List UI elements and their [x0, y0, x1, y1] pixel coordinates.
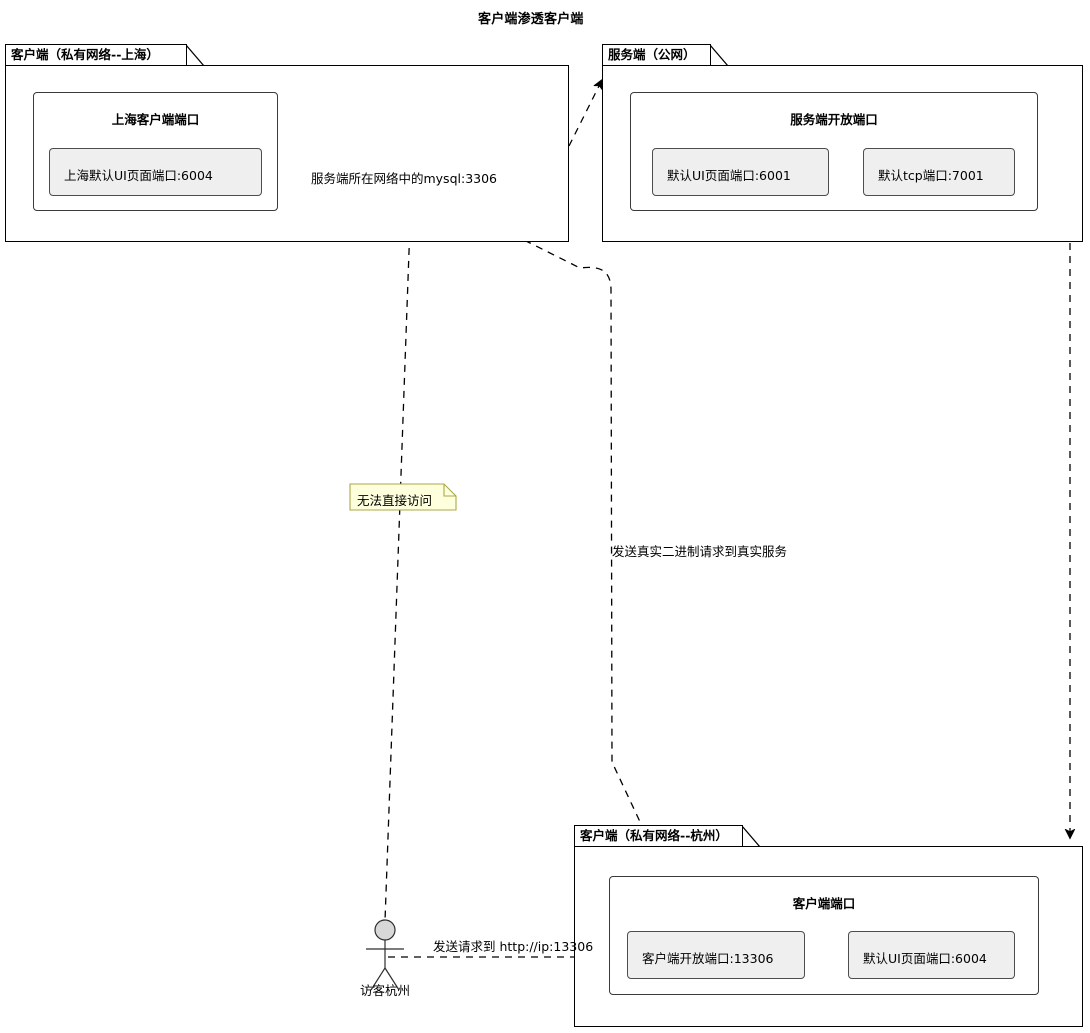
- component-label-server-tcp-port: 默认tcp端口:7001: [878, 168, 984, 183]
- component-hangzhou-ui-port[interactable]: 默认UI页面端口:6004: [848, 931, 1015, 979]
- package-tab-client-hangzhou: 客户端（私有网络--杭州）: [574, 825, 743, 846]
- database-label-mysql: 服务端所在网络中的mysql:3306: [310, 171, 498, 186]
- component-label-server-ui-port: 默认UI页面端口:6001: [667, 168, 791, 183]
- actor-label-visitor-hangzhou: 访客杭州: [359, 983, 410, 998]
- package-tab-client-shanghai: 客户端（私有网络--上海）: [5, 44, 187, 65]
- note-label-no-direct-access: 无法直接访问: [357, 493, 433, 508]
- edge-label-binary-request: 发送真实二进制请求到真实服务: [612, 544, 788, 559]
- edge-label-http-request: 发送请求到 http://ip:13306: [433, 939, 594, 954]
- pkg-tab-cut-shanghai: [185, 44, 205, 67]
- package-label-client-shanghai: 客户端（私有网络--上海）: [11, 46, 159, 62]
- component-server-ui-port[interactable]: 默认UI页面端口:6001: [652, 148, 829, 196]
- package-tab-server-public: 服务端（公网）: [602, 44, 711, 65]
- component-title-shanghai-group: 上海客户端端口: [111, 112, 200, 127]
- component-hangzhou-open-port[interactable]: 客户端开放端口:13306: [627, 931, 805, 979]
- package-label-client-hangzhou: 客户端（私有网络--杭州）: [580, 827, 728, 843]
- edge-shanghai-to-server: [568, 80, 602, 147]
- component-label-hangzhou-open-port: 客户端开放端口:13306: [642, 951, 774, 966]
- pkg-tab-cut-hangzhou: [741, 825, 761, 848]
- component-label-shanghai-ui-port: 上海默认UI页面端口:6004: [64, 168, 213, 183]
- pkg-tab-cut-server: [709, 44, 729, 67]
- diagram-title: 客户端渗透客户端: [478, 12, 584, 27]
- component-shanghai-ui-port[interactable]: 上海默认UI页面端口:6004: [49, 148, 262, 196]
- edge-mysql-to-actor: [384, 195, 412, 922]
- component-title-hangzhou-group: 客户端端口: [792, 896, 856, 911]
- package-label-server-public: 服务端（公网）: [608, 46, 696, 62]
- component-title-server-group: 服务端开放端口: [790, 112, 878, 127]
- component-server-tcp-port[interactable]: 默认tcp端口:7001: [863, 148, 1015, 196]
- component-label-hangzhou-ui-port: 默认UI页面端口:6004: [863, 951, 987, 966]
